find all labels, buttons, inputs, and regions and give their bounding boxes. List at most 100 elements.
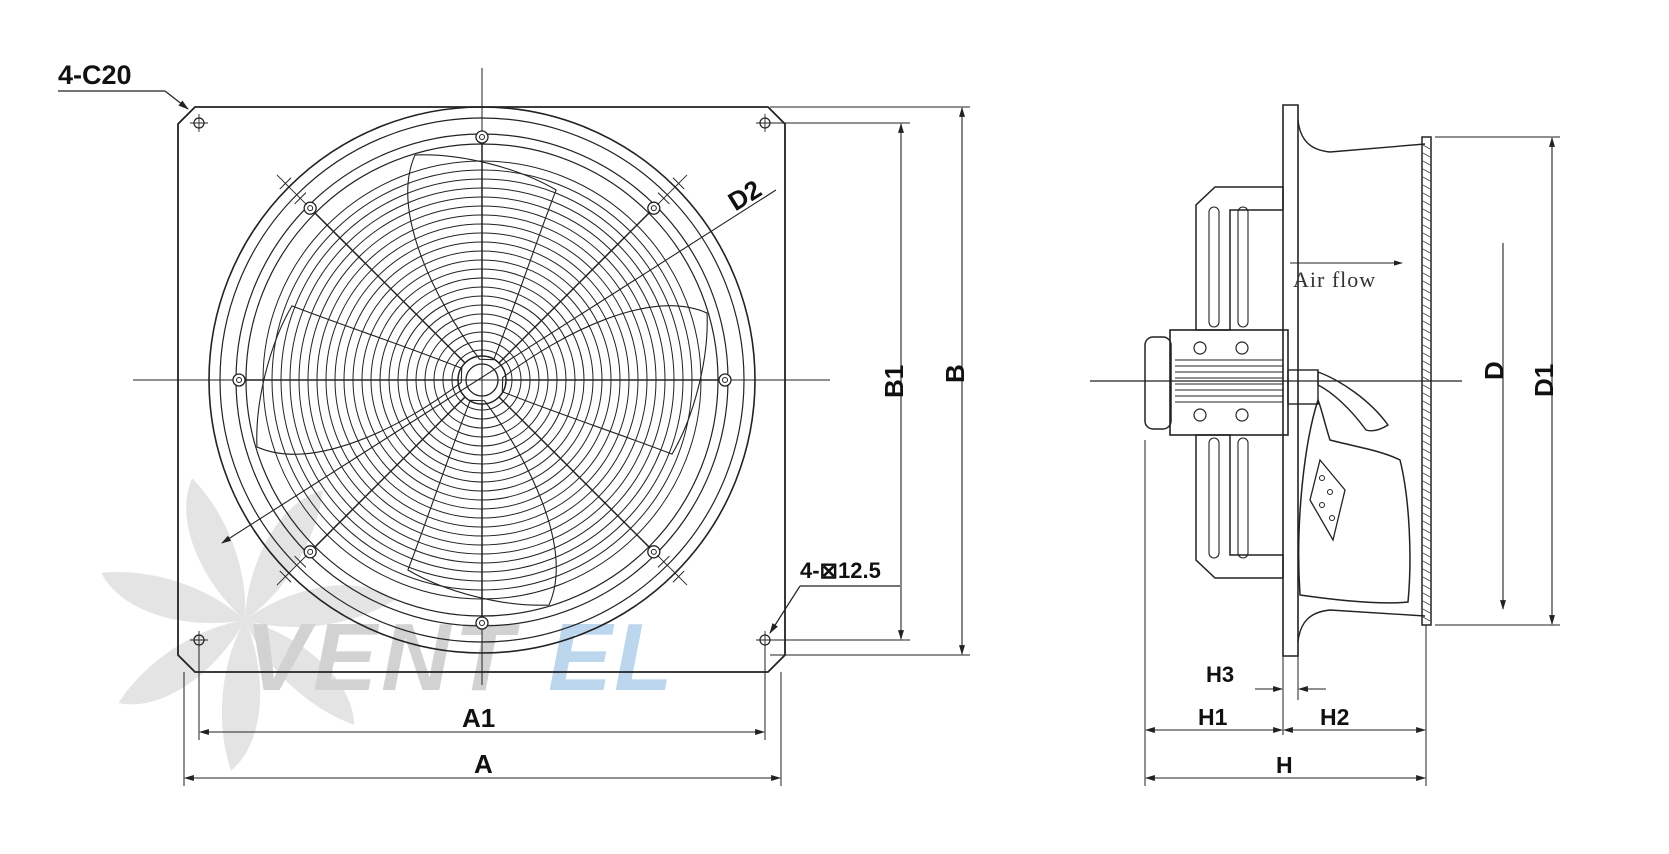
front-hub-outer — [457, 355, 507, 405]
guard-wire — [1422, 584, 1431, 590]
side-bracket-slot-top-b — [1237, 206, 1249, 328]
spoke-ring-end-inner — [722, 377, 728, 383]
guard-wire — [1422, 416, 1431, 422]
watermark-fan-blade — [245, 585, 395, 628]
side-bracket-slot-bottom-a — [1208, 437, 1220, 559]
guard-wire — [1422, 376, 1431, 382]
guard-wire — [1422, 336, 1431, 342]
side-blade-lower — [1297, 397, 1411, 604]
guard-wire — [1422, 528, 1431, 534]
watermark-logo: VENT EL — [101, 478, 673, 771]
dim-label-h3: H3 — [1206, 662, 1234, 687]
guard-wire — [1422, 456, 1431, 462]
side-motor-bolts — [1193, 341, 1249, 422]
guard-wire — [1422, 480, 1431, 486]
guard-wire — [1422, 208, 1431, 214]
dim-label-h2: H2 — [1320, 704, 1349, 730]
guard-wire — [1422, 352, 1431, 358]
corner-callout-leader — [164, 90, 189, 110]
fan-blade-outline — [256, 305, 463, 455]
spoke-ring-end — [303, 545, 317, 559]
dim-label-d: D — [1479, 361, 1509, 380]
guard-wire — [1422, 304, 1431, 310]
fan-blade — [407, 154, 557, 361]
spoke-ring-end-inner — [650, 548, 657, 555]
side-hub — [1287, 369, 1319, 405]
guard-wire — [1422, 616, 1431, 622]
hole-callout-leader — [769, 585, 801, 634]
guard-wire — [1422, 176, 1431, 182]
front-guard-spokes — [232, 130, 732, 630]
dim-label-a1: A1 — [462, 703, 495, 733]
guard-wire — [1422, 488, 1431, 494]
guard-wire — [1422, 576, 1431, 582]
guard-wire — [1422, 520, 1431, 526]
guard-wire — [1422, 464, 1431, 470]
guard-wire — [1422, 592, 1431, 598]
guard-wire — [1422, 472, 1431, 478]
spoke-ring-end — [475, 616, 489, 630]
guard-wire — [1422, 400, 1431, 406]
guard-wire — [1422, 288, 1431, 294]
guard-wire — [1422, 232, 1431, 238]
airflow-label: Air flow — [1293, 267, 1376, 292]
spoke-ring-end — [303, 201, 317, 215]
side-blade-upper — [1317, 371, 1390, 432]
dim-label-a: A — [474, 749, 493, 779]
guard-wire — [1422, 424, 1431, 430]
guard-wire — [1422, 168, 1431, 174]
guard-wire — [1422, 512, 1431, 518]
guard-wire — [1422, 296, 1431, 302]
side-bracket-slot-top-a — [1208, 206, 1220, 328]
front-view: D2 4-C20 4-⊠12.5 A1 A B1 B — [58, 60, 970, 786]
ring-tick-radial — [657, 555, 688, 586]
spoke-ring-end-inner — [650, 205, 657, 212]
guard-wire — [1422, 360, 1431, 366]
guard-wire — [1422, 264, 1431, 270]
ring-tick-radial — [657, 174, 688, 205]
guard-wire — [1422, 560, 1431, 566]
spoke-ring-end — [647, 545, 661, 559]
spoke-ring-end — [718, 373, 732, 387]
guard-wire — [1422, 272, 1431, 278]
front-fan-blades — [256, 154, 708, 606]
guard-wire — [1422, 312, 1431, 318]
guard-wire — [1422, 608, 1431, 614]
fan-blade — [407, 399, 557, 606]
guard-wire — [1422, 568, 1431, 574]
side-bracket-top — [1195, 186, 1284, 331]
side-view: Air flow D D1 H3 H1 H2 H — [1090, 104, 1560, 786]
guard-wire — [1422, 152, 1431, 158]
guard-spoke — [498, 207, 655, 364]
guard-wire — [1422, 440, 1431, 446]
guard-wire — [1422, 256, 1431, 262]
guard-spoke — [309, 207, 466, 364]
front-plate — [177, 106, 786, 673]
fan-blade — [501, 305, 708, 455]
watermark-fan-blade — [101, 572, 245, 624]
guard-spoke — [309, 396, 466, 553]
guard-wire — [1422, 408, 1431, 414]
guard-wire — [1422, 600, 1431, 606]
guard-wire — [1422, 144, 1431, 150]
spoke-ring-end-inner — [307, 548, 314, 555]
side-blade-plate — [1309, 458, 1346, 542]
spoke-ring-end — [475, 130, 489, 144]
guard-wire — [1422, 344, 1431, 350]
front-ring-ticks — [276, 174, 688, 586]
watermark-fan-icon — [101, 478, 395, 771]
dim-d2-line — [221, 189, 777, 544]
fan-blade-outline — [407, 399, 557, 606]
guard-wire — [1422, 192, 1431, 198]
guard-wire — [1422, 160, 1431, 166]
ring-tick-radial — [276, 174, 307, 205]
guard-wire — [1422, 552, 1431, 558]
guard-wire — [1422, 448, 1431, 454]
guard-wire — [1422, 536, 1431, 542]
spoke-ring-end-inner — [479, 134, 485, 140]
watermark-fan-blade — [186, 478, 246, 620]
side-bracket-bottom — [1195, 434, 1284, 579]
guard-wire — [1422, 496, 1431, 502]
spoke-ring-end-inner — [236, 377, 242, 383]
